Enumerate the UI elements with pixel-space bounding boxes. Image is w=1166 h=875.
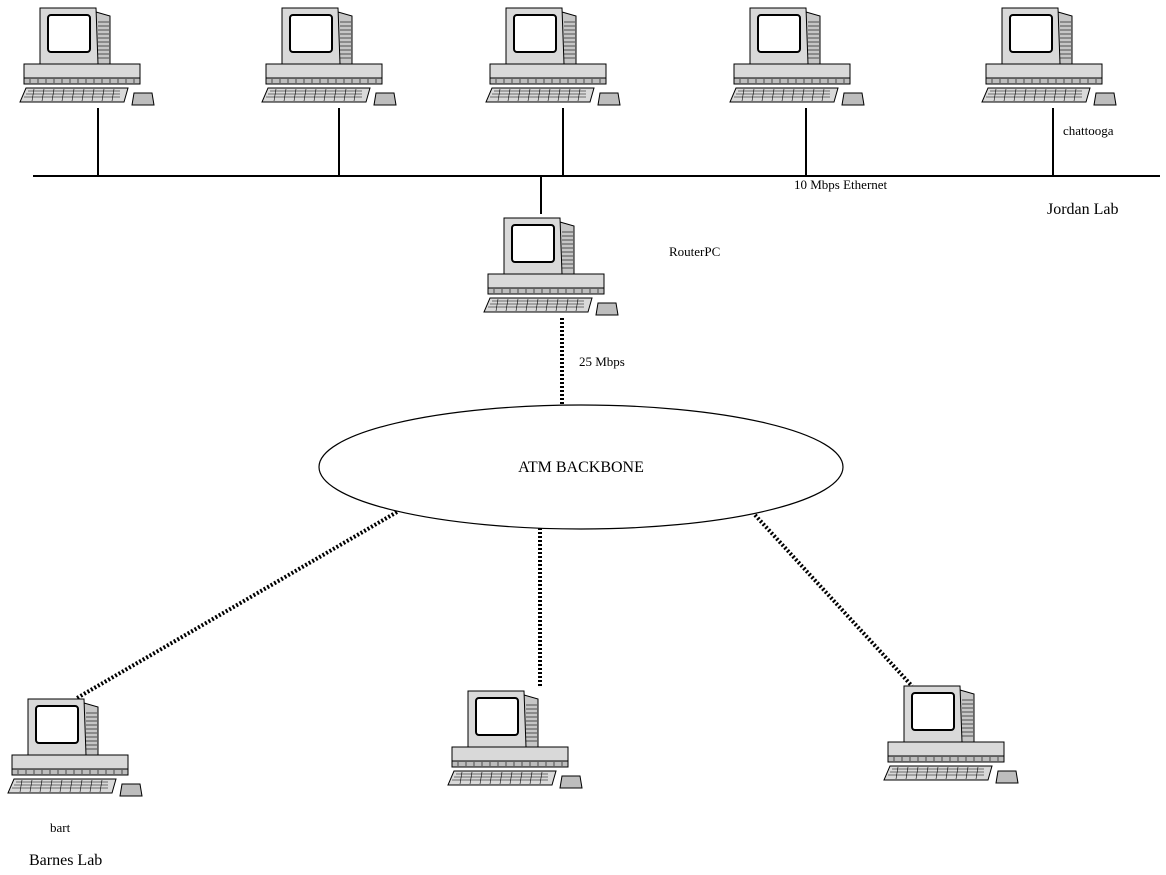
atm-backbone-label: ATM BACKBONE (518, 459, 644, 476)
atm-backbone-cloud (318, 404, 844, 530)
atm-link-right (753, 513, 914, 688)
computer-icon (261, 7, 397, 106)
atm-link-left (75, 510, 399, 700)
router-link-speed-label: 25 Mbps (579, 354, 625, 369)
lab-label-barnes: Barnes Lab (29, 852, 102, 869)
computer-icon (485, 7, 621, 106)
router-label: RouterPC (669, 244, 720, 259)
computer-icon (19, 7, 155, 106)
computer-icon (981, 7, 1117, 106)
ethernet-speed-label: 10 Mbps Ethernet (794, 177, 888, 192)
router-computer-icon (483, 217, 619, 316)
computer-icon (7, 698, 143, 797)
lab-label-jordan: Jordan Lab (1047, 201, 1119, 218)
computer-icon (447, 690, 583, 789)
computer-icon (883, 685, 1019, 784)
host-label-chattooga: chattooga (1063, 123, 1114, 138)
host-label-bart: bart (50, 820, 71, 835)
computer-icon (729, 7, 865, 106)
